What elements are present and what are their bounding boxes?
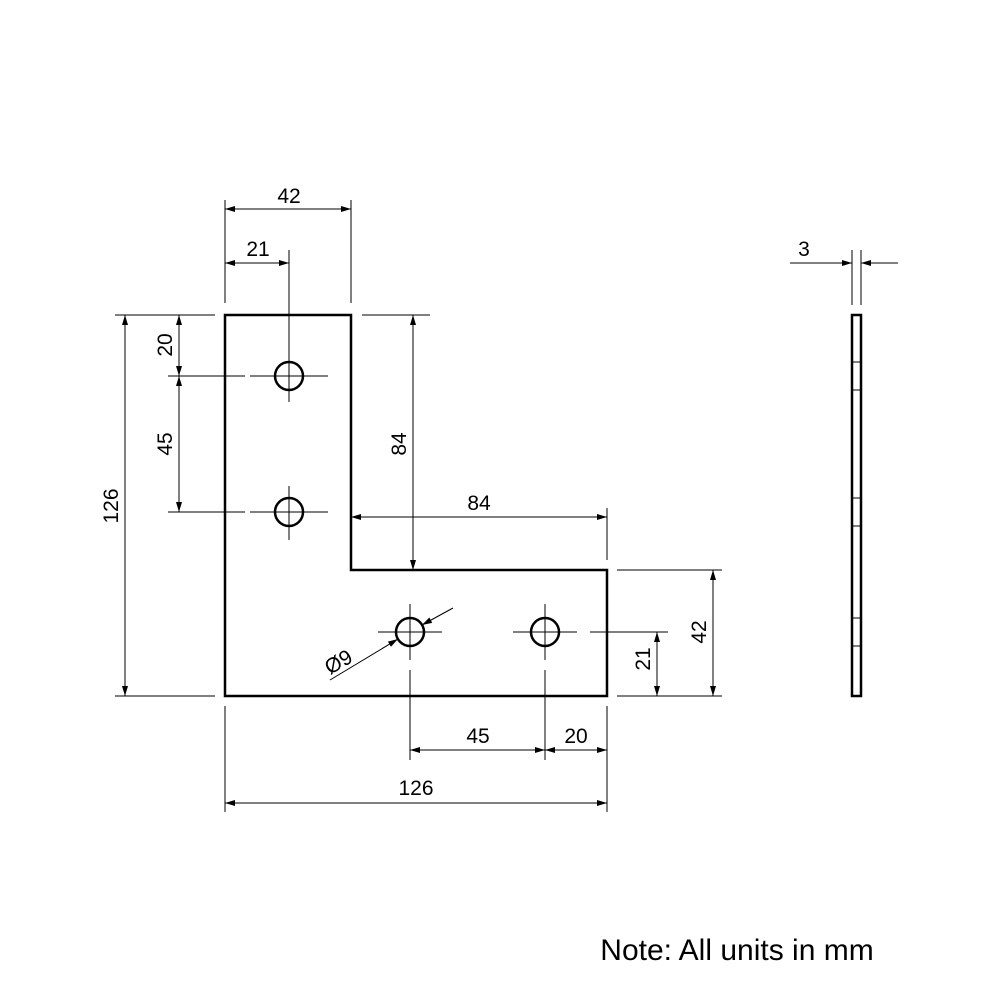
dim-thickness: 3 xyxy=(798,238,810,261)
hole-4 xyxy=(513,604,577,660)
hole-2 xyxy=(250,486,328,540)
dim-overall-width: 126 xyxy=(398,777,433,800)
dim-inner-height: 84 xyxy=(388,432,411,456)
plate-outline xyxy=(223,313,609,698)
hole-1 xyxy=(250,350,328,402)
dim-width-top: 42 xyxy=(277,185,300,208)
dim-hole-offset-x: 21 xyxy=(246,238,269,261)
dim-leg-height: 42 xyxy=(688,620,711,643)
dim-overall-height: 126 xyxy=(100,488,123,523)
units-note: Note: All units in mm xyxy=(600,934,873,967)
hole-3 xyxy=(378,604,442,660)
extension-lines xyxy=(115,200,862,812)
dim-hole-offset-top: 20 xyxy=(154,333,177,356)
side-view xyxy=(850,313,863,698)
dim-hole-offset-bottom: 21 xyxy=(632,647,655,670)
dim-inner-width: 84 xyxy=(467,492,491,515)
dim-hole-diameter: Ø9 xyxy=(321,645,357,679)
dim-hole-spacing-horizontal: 45 xyxy=(466,725,489,748)
dim-hole-offset-right: 20 xyxy=(564,725,587,748)
dimension-lines xyxy=(122,206,898,806)
dim-hole-spacing-vertical: 45 xyxy=(154,432,177,455)
